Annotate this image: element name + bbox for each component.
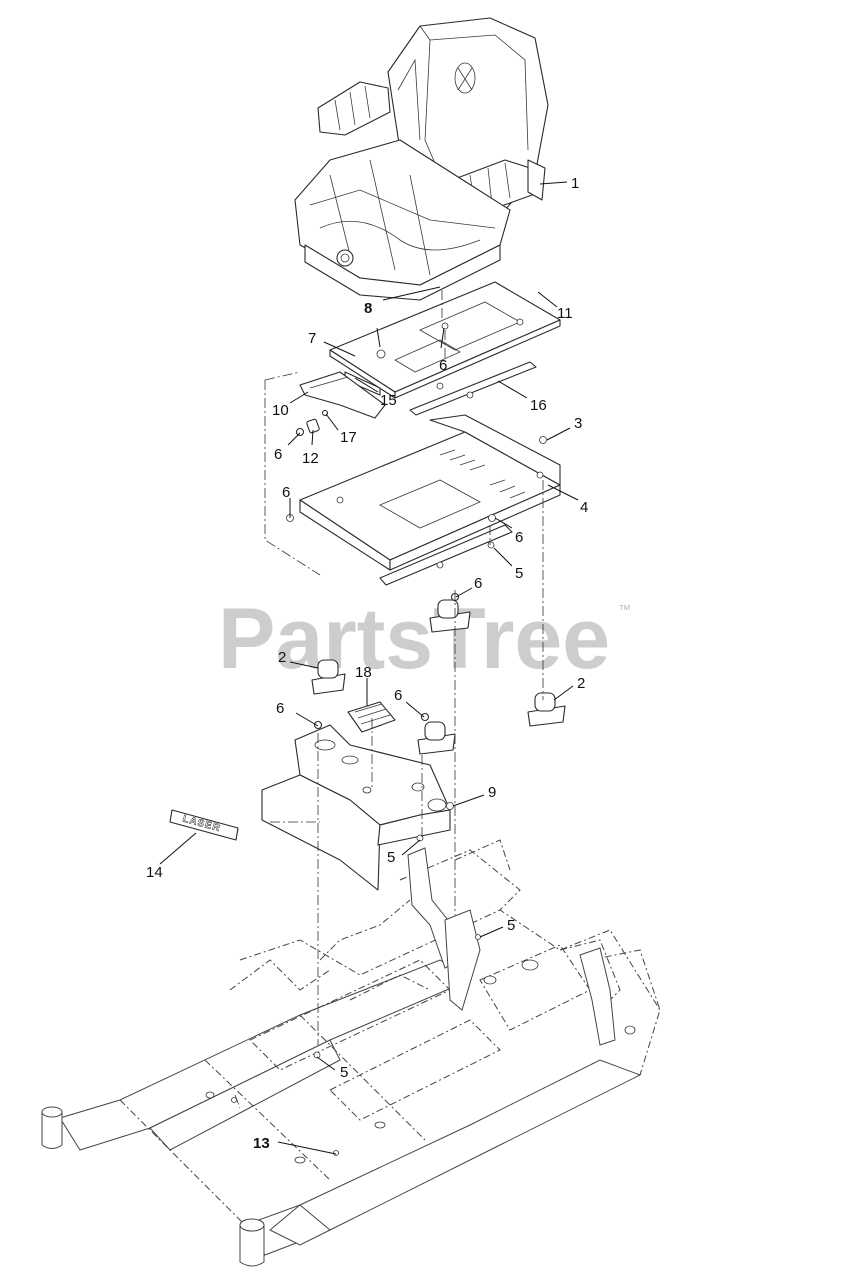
callout-12: 12	[302, 450, 319, 467]
callout-6-plate-right: 6	[515, 529, 523, 546]
callout-14: 14	[146, 864, 163, 881]
callout-13: 13	[253, 1135, 270, 1152]
callout-2-right: 2	[577, 675, 585, 692]
isolator-mount-right	[527, 692, 566, 727]
callout-10: 10	[272, 402, 289, 419]
callout-15: 15	[380, 392, 397, 409]
callout-6-mount-center: 6	[394, 687, 402, 704]
instruction-decal	[347, 701, 396, 733]
watermark-text: PartsTree	[218, 591, 610, 687]
isolator-mount-left	[311, 659, 346, 695]
leader-lines	[159, 181, 579, 1155]
callout-18: 18	[355, 664, 372, 681]
callout-6-platform: 6	[276, 700, 284, 717]
callout-4: 4	[580, 499, 588, 516]
callout-2-left: 2	[278, 649, 286, 666]
callout-6-plate-left: 6	[282, 484, 290, 501]
callout-5-frame-upper: 5	[507, 917, 515, 934]
tractor-frame	[41, 839, 661, 1267]
callout-6-upper: 6	[439, 357, 447, 374]
callout-7: 7	[308, 330, 316, 347]
callout-5-platform: 5	[387, 849, 395, 866]
seat-assembly	[294, 17, 549, 301]
callout-8: 8	[364, 300, 372, 317]
callout-6-mount-upper: 6	[474, 575, 482, 592]
callout-5-frame-lower: 5	[340, 1064, 348, 1081]
callout-9: 9	[488, 784, 496, 801]
isolator-mount-upper	[429, 592, 471, 633]
callout-17: 17	[340, 429, 357, 446]
callout-16: 16	[530, 397, 547, 414]
isolator-mounts	[311, 592, 566, 755]
nameplate-decal: LASER	[169, 809, 239, 841]
callout-labels: 1 8 11 7 6 15 16 10 17 6 12 3 4 6 6 5 6 …	[146, 175, 588, 1152]
watermark: PartsTree ™	[218, 591, 631, 687]
isolator-mount-center	[417, 712, 456, 755]
callout-6-spring: 6	[274, 446, 282, 463]
suspension-plate	[286, 414, 561, 586]
seat-support-platform	[261, 724, 454, 891]
callout-5-plate: 5	[515, 565, 523, 582]
callout-3: 3	[574, 415, 582, 432]
callout-1: 1	[571, 175, 579, 192]
phantom-lines	[234, 290, 544, 1109]
watermark-trademark: ™	[618, 602, 631, 617]
adjuster-channel	[295, 371, 386, 437]
callout-11: 11	[557, 305, 573, 322]
